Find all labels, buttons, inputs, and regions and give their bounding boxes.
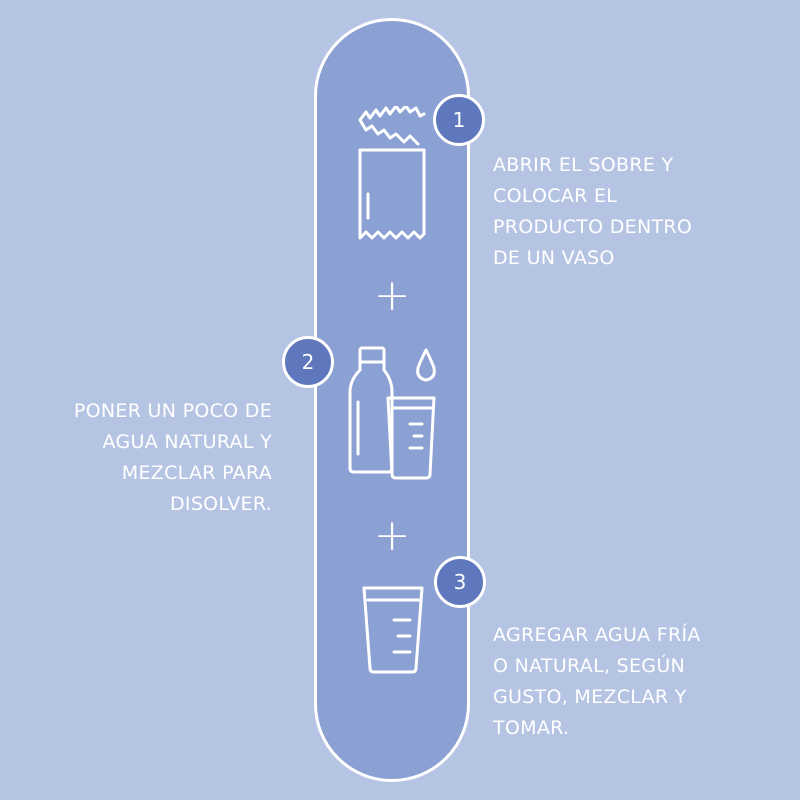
step-2-badge: 2 xyxy=(282,336,334,388)
step-1-badge: 1 xyxy=(433,94,485,146)
plus-icon: + xyxy=(373,510,411,561)
measuring-glass-icon xyxy=(362,586,424,674)
step-3-text: AGREGAR AGUA FRÍA O NATURAL, SEGÚN GUSTO… xyxy=(493,624,701,739)
step-2-text: PONER UN POCO DE AGUA NATURAL Y MEZCLAR … xyxy=(73,400,272,515)
step-3-badge: 3 xyxy=(434,556,486,608)
plus-icon: + xyxy=(373,270,411,321)
bottle-and-glass-icon xyxy=(348,346,436,480)
step-1-text: ABRIR EL SOBRE Y COLOCAR EL PRODUCTO DEN… xyxy=(493,154,693,269)
sachet-icon xyxy=(358,106,426,240)
